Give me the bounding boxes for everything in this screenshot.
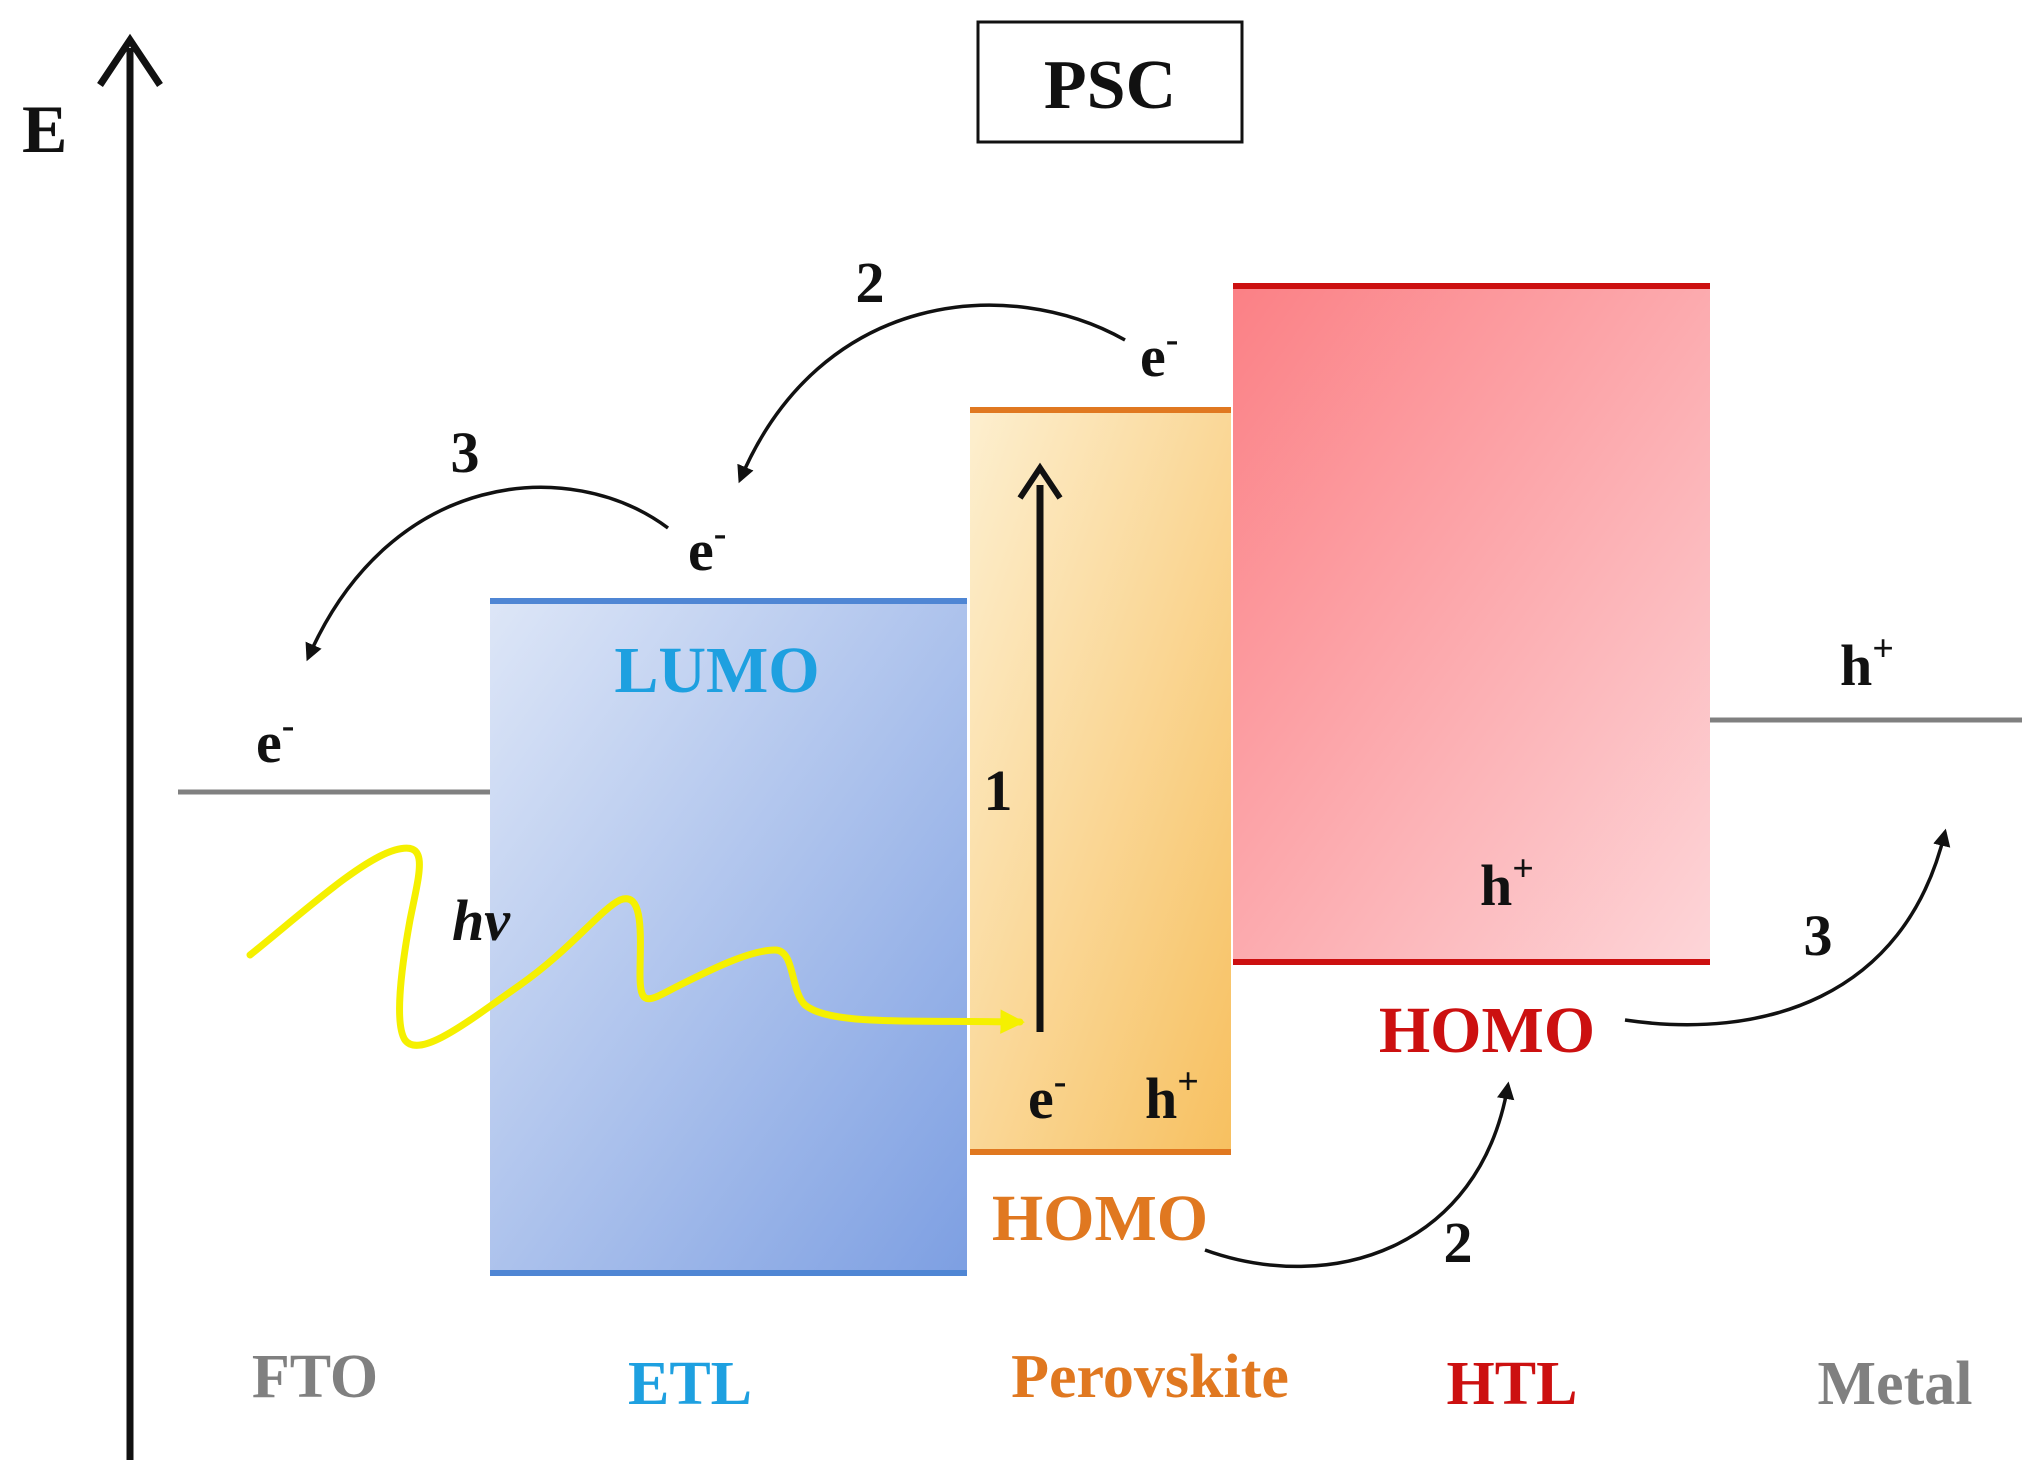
hole-perovskite: h+ (1145, 1061, 1199, 1131)
title-box (976, 20, 1244, 144)
electron-perovskite-ground: e- (1028, 1061, 1066, 1131)
photon-label: hv (452, 888, 511, 953)
energy-axis-arrowhead (97, 33, 163, 87)
electron-fto: e- (256, 705, 294, 775)
electron-transfer-arrow-to-etl (737, 303, 1126, 484)
photon-wave (246, 844, 1025, 1049)
hole-metal: h+ (1840, 628, 1894, 698)
excitation-arrowhead (1017, 462, 1063, 500)
step-3-label-electron: 3 (451, 420, 480, 485)
etl-lumo-label: LUMO (614, 634, 819, 707)
step-2-label-hole: 2 (1444, 1210, 1473, 1275)
energy-axis-label: E (22, 91, 67, 167)
hole-htl: h+ (1480, 848, 1534, 918)
etl-band (490, 601, 967, 1275)
layer-label-metal: Metal (1818, 1350, 1973, 1418)
hole-transfer-arrow-to-metal (1624, 828, 1951, 1027)
perovskite-homo-label: HOMO (992, 1182, 1208, 1255)
electron-etl-lumo: e- (688, 513, 726, 583)
step-2-label-electron: 2 (856, 250, 885, 315)
title-label: PSC (1044, 47, 1176, 124)
step-1-label: 1 (984, 758, 1013, 823)
layer-label-perovskite: Perovskite (1011, 1343, 1289, 1411)
layer-label-fto: FTO (252, 1343, 378, 1411)
electron-perovskite-lumo: e- (1140, 319, 1178, 389)
htl-band (1233, 286, 1710, 962)
electron-transfer-arrow-to-fto (305, 485, 670, 662)
step-3-label-hole: 3 (1804, 903, 1833, 968)
layer-label-htl: HTL (1447, 1350, 1578, 1418)
hole-transfer-arrow-to-htl (1204, 1081, 1515, 1269)
layer-label-etl: ETL (628, 1350, 752, 1418)
htl-homo-label: HOMO (1379, 994, 1595, 1067)
